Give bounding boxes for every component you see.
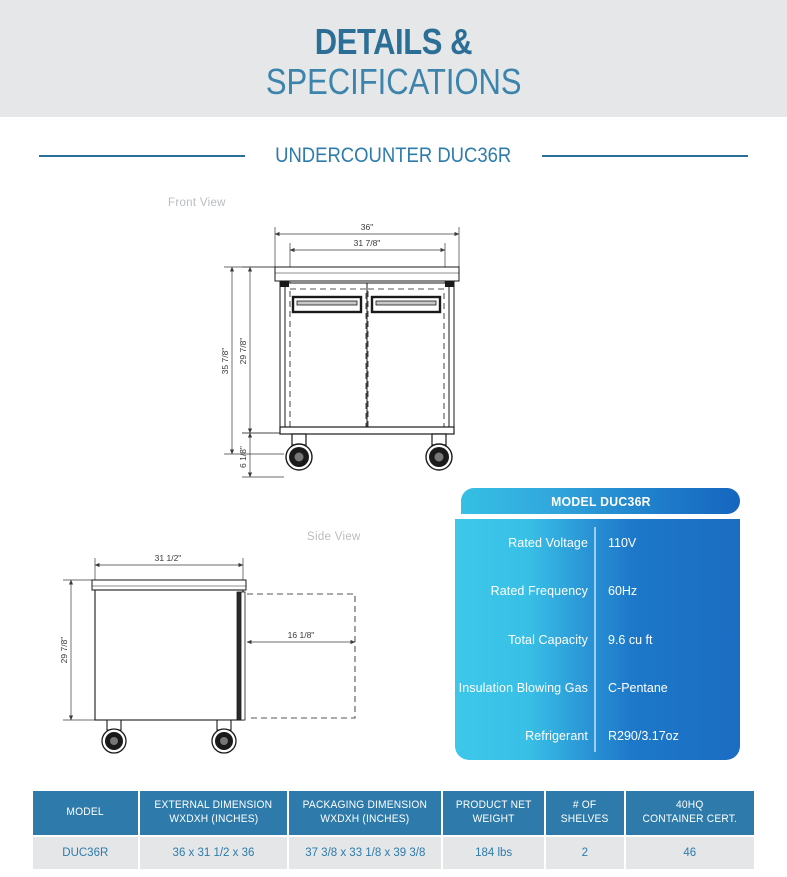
table-header-model: MODEL (33, 791, 138, 835)
dim-front-overall-height: 35 7/8" (220, 348, 230, 375)
table-header-net-weight: PRODUCT NET WEIGHT (443, 791, 545, 835)
cell-shelves: 2 (546, 836, 624, 869)
spec-label: Insulation Blowing Gas (458, 680, 588, 695)
cell-container-cert: 46 (625, 836, 754, 869)
dim-front-base-height: 6 1/8" (238, 446, 248, 468)
spec-value: R290/3.17oz (608, 728, 679, 743)
table-header-external-dimension: EXTERNAL DIMENSION WXDXH (INCHES) (139, 791, 288, 835)
dim-side-depth: 31 1/2" (155, 553, 182, 563)
subtitle-rule-left (39, 155, 246, 157)
spec-value: C-Pentane (608, 680, 668, 695)
page-title-line1: DETAILS & (314, 21, 473, 62)
specifications-table: MODEL EXTERNAL DIMENSION WXDXH (INCHES) … (31, 789, 756, 871)
table-header-packaging-dimension: PACKAGING DIMENSION WXDXH (INCHES) (289, 791, 442, 835)
spec-panel-header-text: MODEL DUC36R (550, 493, 651, 509)
spec-label: Total Capacity (508, 632, 588, 647)
dim-front-cabinet-height: 29 7/8" (238, 338, 248, 365)
spec-row: Rated Frequency 60Hz (455, 567, 740, 615)
spec-value: 60Hz (608, 584, 638, 599)
dim-front-inner-width: 31 7/8" (354, 238, 381, 248)
cell-net-weight: 184 lbs (443, 836, 545, 869)
table-header-row: MODEL EXTERNAL DIMENSION WXDXH (INCHES) … (33, 791, 754, 835)
model-spec-panel: MODEL DUC36R Rated Voltage 110V Rated Fr… (455, 488, 740, 760)
spec-row: Rated Voltage 110V (455, 519, 740, 567)
dim-side-door-swing: 16 1/8" (288, 630, 315, 640)
side-view-label: Side View (307, 531, 361, 543)
spec-value: 110V (608, 536, 637, 551)
spec-row: Insulation Blowing Gas C-Pentane (455, 664, 740, 712)
spec-row: Total Capacity 9.6 cu ft (455, 615, 740, 663)
front-view-label: Front View (168, 197, 226, 209)
subtitle-row: UNDERCOUNTER DUC36R (0, 142, 787, 170)
page-title-line2: SPECIFICATIONS (265, 61, 522, 102)
front-view-drawing: 36" 31 7/8" 35 7/8" 29 7/8" 6 1/8" (180, 205, 500, 500)
cell-model: DUC36R (33, 836, 138, 869)
spec-panel-body: Rated Voltage 110V Rated Frequency 60Hz … (455, 519, 740, 760)
cell-external-dimension: 36 x 31 1/2 x 36 (139, 836, 288, 869)
subtitle-text: UNDERCOUNTER DUC36R (275, 144, 512, 167)
header-band (0, 0, 787, 117)
spec-label: Refrigerant (525, 728, 588, 743)
dim-front-overall-width: 36" (361, 222, 373, 232)
spec-value: 9.6 cu ft (608, 632, 653, 647)
dim-side-height: 29 7/8" (59, 637, 69, 664)
spec-panel-header: MODEL DUC36R (461, 488, 740, 514)
table-header-shelves: # OF SHELVES (546, 791, 624, 835)
spec-panel-divider (594, 527, 596, 752)
subtitle-rule-right (541, 155, 748, 157)
page-title: DETAILS & SPECIFICATIONS (0, 24, 787, 100)
spec-row: Refrigerant R290/3.17oz (455, 712, 740, 760)
spec-label: Rated Voltage (508, 536, 588, 551)
table-row: DUC36R 36 x 31 1/2 x 36 37 3/8 x 33 1/8 … (33, 836, 754, 869)
cell-packaging-dimension: 37 3/8 x 33 1/8 x 39 3/8 (289, 836, 442, 869)
table-header-container-cert: 40HQ CONTAINER CERT. (625, 791, 754, 835)
side-view-drawing: 31 1/2" 29 7/8" 16 1/8" (55, 540, 385, 770)
spec-label: Rated Frequency (490, 584, 588, 599)
